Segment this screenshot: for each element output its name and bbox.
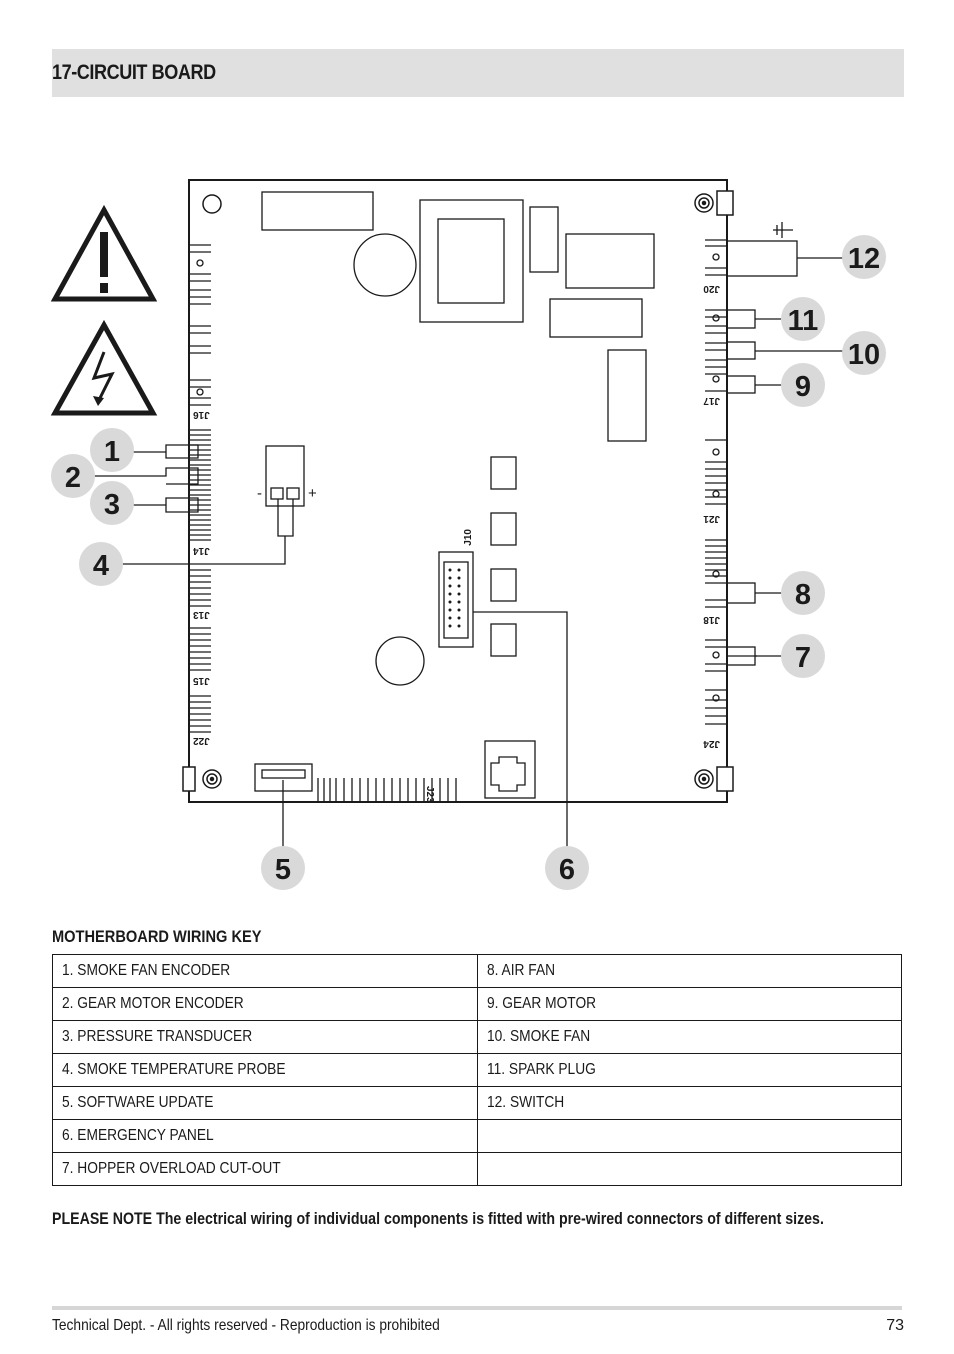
connector-label-j20: J20 — [703, 283, 720, 294]
svg-text:10: 10 — [848, 339, 880, 371]
callout-bubbles: 1 2 3 4 5 6 7 8 9 10 11 12 — [51, 235, 886, 890]
polarity-minus-label: - — [257, 485, 262, 502]
table-cell — [476, 1152, 902, 1186]
callout-4: 4 — [79, 542, 123, 586]
wiring-key-title: MOTHERBOARD WIRING KEY — [52, 927, 262, 946]
svg-text:6: 6 — [559, 854, 575, 886]
wiring-note: PLEASE NOTE The electrical wiring of ind… — [52, 1210, 824, 1228]
table-cell: 3. PRESSURE TRANSDUCER — [52, 1020, 478, 1054]
page-number: 73 — [886, 1317, 904, 1334]
callout-1: 1 — [90, 428, 134, 472]
header-pins — [448, 568, 461, 628]
table-cell: 7. HOPPER OVERLOAD CUT-OUT — [52, 1152, 478, 1186]
callout-leaders — [94, 240, 843, 847]
svg-text:3: 3 — [104, 489, 120, 521]
svg-text:5: 5 — [275, 854, 291, 886]
connector-label-j15: J15 — [193, 675, 210, 686]
mounting-hole-icon — [202, 193, 714, 789]
connector-label-j24: J24 — [703, 738, 720, 749]
callout-6: 6 — [545, 846, 589, 890]
board-outline — [188, 179, 728, 803]
table-row: 4. SMOKE TEMPERATURE PROBE 11. SPARK PLU… — [52, 1053, 902, 1087]
table-cell: 8. AIR FAN — [476, 954, 902, 988]
svg-text:9: 9 — [795, 371, 811, 403]
table-cell: 9. GEAR MOTOR — [476, 987, 902, 1021]
wiring-key-table: 1. SMOKE FAN ENCODER 8. AIR FAN 2. GEAR … — [52, 954, 902, 1186]
connector-label-j22: J22 — [193, 735, 210, 746]
callout-2: 2 — [51, 454, 95, 498]
connector-label-j18: J18 — [703, 614, 720, 625]
bottom-edge-connectors — [317, 778, 457, 802]
table-cell — [476, 1119, 902, 1153]
svg-text:8: 8 — [795, 579, 811, 611]
callout-12: 12 — [842, 235, 886, 279]
table-cell: 12. SWITCH — [476, 1086, 902, 1120]
table-row: 6. EMERGENCY PANEL — [52, 1119, 902, 1153]
svg-text:4: 4 — [93, 550, 109, 582]
table-row: 2. GEAR MOTOR ENCODER 9. GEAR MOTOR — [52, 987, 902, 1021]
table-cell: 1. SMOKE FAN ENCODER — [52, 954, 478, 988]
right-edge-connectors — [705, 239, 727, 725]
table-row: 5. SOFTWARE UPDATE 12. SWITCH — [52, 1086, 902, 1120]
svg-text:1: 1 — [104, 436, 120, 468]
table-row: 3. PRESSURE TRANSDUCER 10. SMOKE FAN — [52, 1020, 902, 1054]
callout-3: 3 — [90, 481, 134, 525]
table-cell: 6. EMERGENCY PANEL — [52, 1119, 478, 1153]
polarity-plus-label: + — [308, 485, 317, 502]
earth-ground-icon — [773, 222, 793, 238]
connector-label-j23: J23 — [424, 786, 435, 803]
callout-7: 7 — [781, 634, 825, 678]
table-cell: 4. SMOKE TEMPERATURE PROBE — [52, 1053, 478, 1087]
connector-label-j16: J16 — [193, 409, 210, 420]
left-edge-connectors — [189, 244, 211, 733]
callout-11: 11 — [781, 297, 825, 341]
callout-8: 8 — [781, 571, 825, 615]
connector-label-j13: J13 — [193, 609, 210, 620]
svg-text:11: 11 — [788, 305, 819, 337]
footer-copyright: Technical Dept. - All rights reserved - … — [52, 1317, 440, 1334]
callout-10: 10 — [842, 331, 886, 375]
table-cell: 10. SMOKE FAN — [476, 1020, 902, 1054]
connector-label-j21: J21 — [703, 513, 720, 524]
table-cell: 2. GEAR MOTOR ENCODER — [52, 987, 478, 1021]
svg-text:2: 2 — [65, 462, 81, 494]
electrical-hazard-icon — [50, 319, 158, 416]
callout-9: 9 — [781, 363, 825, 407]
circuit-board-diagram: J16 J14 J13 J15 J22 J10 J20 J17 J21 J18 … — [50, 179, 886, 890]
warning-icon — [50, 204, 158, 302]
table-row: 1. SMOKE FAN ENCODER 8. AIR FAN — [52, 954, 902, 988]
connector-label-j17: J17 — [703, 395, 720, 406]
footer-divider — [52, 1306, 902, 1310]
connector-labels: J16 J14 J13 J15 J22 J10 J20 J17 J21 J18 … — [193, 283, 720, 803]
table-cell: 11. SPARK PLUG — [476, 1053, 902, 1087]
callout-5: 5 — [261, 846, 305, 890]
table-row: 7. HOPPER OVERLOAD CUT-OUT — [52, 1152, 902, 1186]
section-title: 17-CIRCUIT BOARD — [52, 61, 216, 84]
connector-label-j14: J14 — [193, 545, 210, 556]
svg-text:12: 12 — [848, 243, 880, 275]
section-header-bar: 17-CIRCUIT BOARD — [52, 49, 904, 97]
connector-label-j10: J10 — [463, 529, 474, 546]
svg-text:7: 7 — [795, 642, 811, 674]
table-cell: 5. SOFTWARE UPDATE — [52, 1086, 478, 1120]
board-components — [254, 191, 655, 799]
